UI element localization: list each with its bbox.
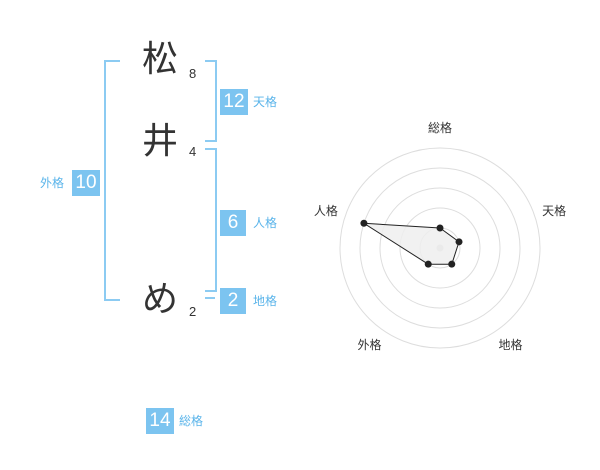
tenkaku-value: 12 — [220, 89, 248, 115]
chikaku-value: 2 — [220, 288, 246, 314]
gaikaku-value: 10 — [72, 170, 100, 196]
chikaku-label: 地格 — [253, 294, 278, 308]
radar-series-polygon — [363, 222, 460, 265]
stroke-count-3: 2 — [189, 304, 197, 319]
name-char-2: 井 — [142, 121, 179, 162]
radar-axis-label-5: 人格 — [314, 203, 338, 218]
jinkaku-value: 6 — [220, 210, 246, 236]
radar-ring-5 — [339, 147, 541, 349]
name-char-1: 松 — [142, 39, 179, 80]
tenkaku-bracket — [205, 60, 217, 142]
jinkaku-label: 人格 — [253, 216, 278, 230]
soukaku-value: 14 — [146, 408, 174, 434]
radar-axis-label-1: 総格 — [428, 120, 452, 135]
stroke-count-1: 8 — [189, 66, 197, 81]
radar-point-2 — [455, 238, 463, 246]
soukaku-label: 総格 — [179, 414, 204, 428]
tenkaku-label: 天格 — [253, 95, 278, 109]
radar-point-5 — [360, 219, 368, 227]
gaikaku-bracket — [104, 60, 120, 301]
radar-axis-label-3: 地格 — [499, 337, 523, 352]
radar-point-4 — [424, 260, 432, 268]
chikaku-bracket — [205, 297, 215, 301]
name-char-3: め — [142, 279, 179, 320]
stroke-count-2: 4 — [189, 144, 197, 159]
jinkaku-bracket — [205, 148, 217, 292]
radar-ring-4 — [359, 167, 521, 329]
radar-axis-label-4: 外格 — [357, 337, 381, 352]
radar-ring-2 — [399, 207, 481, 289]
radar-point-1 — [436, 224, 444, 232]
radar-ring-3 — [379, 187, 501, 309]
radar-point-3 — [448, 260, 456, 268]
gaikaku-label: 外格 — [40, 176, 65, 190]
radar-axis-label-2: 天格 — [542, 203, 566, 218]
